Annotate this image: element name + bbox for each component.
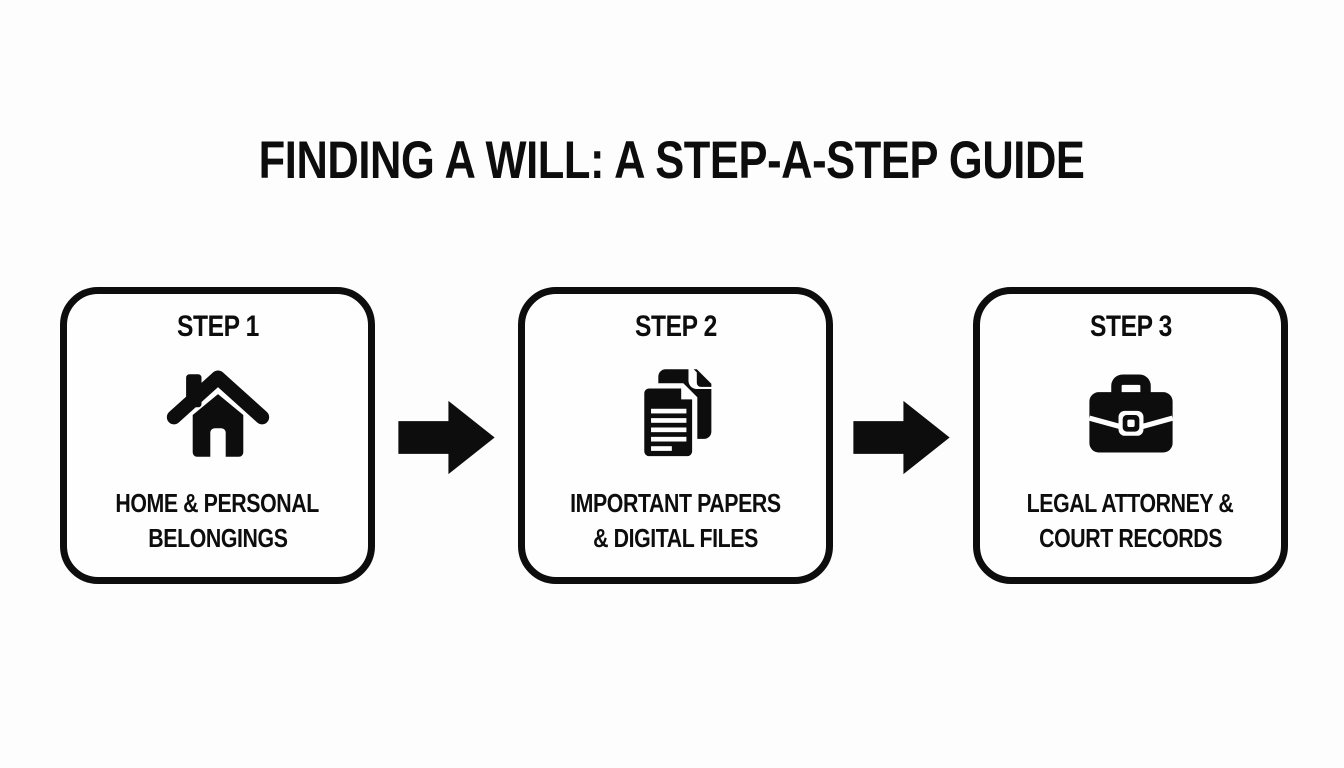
step-2-label: IMPORTANT PAPERS & DIGITAL FILES: [570, 488, 781, 553]
step-1-header: STEP 1: [176, 310, 259, 343]
arrow-icon: [398, 399, 495, 481]
step-2-box: STEP 2 IMPORTANT PAPERS & DIGITAL FIL: [518, 287, 833, 584]
home-icon: [163, 344, 273, 486]
arrow-icon: [853, 399, 950, 481]
step-1-label: HOME & PERSONAL BELONGINGS: [115, 488, 320, 553]
briefcase-icon: [1075, 344, 1187, 486]
step-3-label: LEGAL ATTORNEY & COURT RECORDS: [1027, 488, 1234, 553]
step-2-header: STEP 2: [634, 310, 717, 343]
page-title: FINDING A WILL: A STEP-A-STEP GUIDE: [0, 130, 1344, 191]
step-1-box: STEP 1 HOME & PERSONAL BELONGINGS: [60, 287, 375, 584]
step-3-header: STEP 3: [1089, 310, 1172, 343]
page-title-text: FINDING A WILL: A STEP-A-STEP GUIDE: [259, 131, 1085, 190]
step-3-box: STEP 3 LEGAL ATTORNEY & COURT RECORDS: [973, 287, 1288, 584]
documents-icon: [624, 344, 728, 486]
